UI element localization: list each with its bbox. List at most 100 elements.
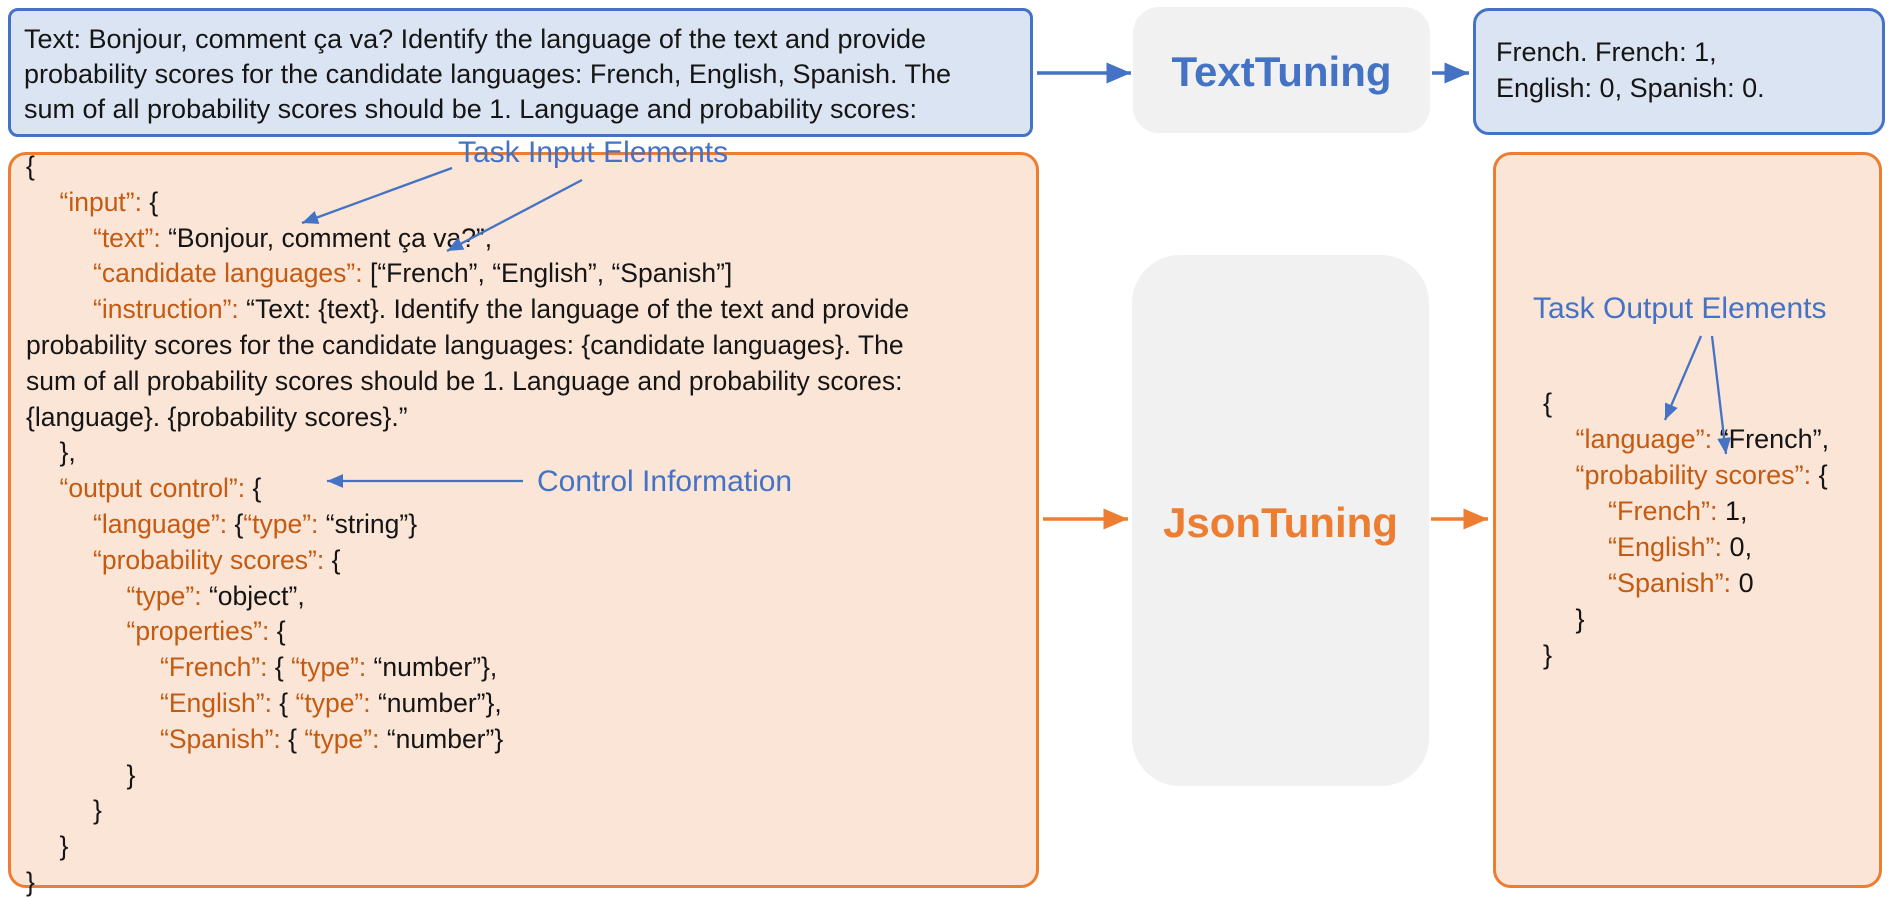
json-line: “language”: “French”, <box>1493 421 1882 457</box>
json-value: { <box>276 616 286 647</box>
json-line: “properties”: { <box>8 614 1039 650</box>
json-value: { <box>279 687 296 718</box>
json-line: “instruction”: “Text: {text}. Identify t… <box>8 292 1039 328</box>
json-key: “Spanish”: <box>1608 568 1739 598</box>
json-key: “type”: <box>304 723 387 754</box>
json-key: “output control”: <box>59 473 253 504</box>
json-line: “input”: { <box>8 185 1039 221</box>
json-line: } <box>8 865 1039 898</box>
task-input-elements-label: Task Input Elements <box>458 136 729 169</box>
text-input-box <box>8 8 1033 137</box>
json-line: } <box>8 758 1039 794</box>
result-line: English: 0, Spanish: 0. <box>1496 73 1765 103</box>
json-value: probability scores for the candidate lan… <box>26 329 904 360</box>
json-key: “Spanish”: <box>160 723 289 754</box>
json-key: “French”: <box>1608 496 1726 526</box>
json-value: “number”} <box>386 723 504 754</box>
json-line: probability scores for the candidate lan… <box>8 328 1039 364</box>
json-line: sum of all probability scores should be … <box>8 364 1039 400</box>
prompt-line: Text: Bonjour, comment ça va? Identify t… <box>24 24 927 54</box>
json-key: “input”: <box>59 186 150 217</box>
json-value: { <box>288 723 305 754</box>
json-value: 0 <box>1738 568 1754 598</box>
json-value: { <box>1543 388 1553 418</box>
json-value: { <box>1818 460 1828 490</box>
json-value: { <box>274 652 292 683</box>
json-value: { <box>149 186 159 217</box>
json-value: { <box>26 151 35 181</box>
json-key: “English”: <box>1608 532 1730 562</box>
json-key: “text”: <box>93 222 169 253</box>
json-value: } <box>93 795 102 826</box>
json-line: { <box>1493 385 1882 421</box>
json-line: } <box>1493 601 1882 637</box>
prompt-line: probability scores for the candidate lan… <box>24 59 952 89</box>
json-line: {language}. {probability scores}.” <box>8 400 1039 436</box>
json-key: “language”: <box>93 508 235 539</box>
prompt-line: sum of all probability scores should be … <box>24 94 918 124</box>
json-key: “probability scores”: <box>1575 460 1819 490</box>
json-key: “type”: <box>291 652 374 683</box>
json-value: “string”} <box>325 508 418 539</box>
json-key: “candidate languages”: <box>93 258 370 289</box>
result-line: French. French: 1, <box>1496 37 1717 67</box>
json-line: { <box>8 149 1039 185</box>
json-line: } <box>8 829 1039 865</box>
json-value: “number”}, <box>373 652 498 683</box>
json-line: “Spanish”: { “type”: “number”} <box>8 722 1039 758</box>
json-line: “type”: “object”, <box>8 579 1039 615</box>
json-value: “Bonjour, comment ça va?”, <box>168 222 493 253</box>
json-output-code: {“language”: “French”,“probability score… <box>1493 385 1882 673</box>
json-value: “number”}, <box>377 687 502 718</box>
text-output-box <box>1473 8 1885 135</box>
json-value: } <box>126 759 136 790</box>
json-output-box <box>1493 152 1882 888</box>
json-line: } <box>8 793 1039 829</box>
json-line: } <box>1493 637 1882 673</box>
text-tuning-model-box <box>1133 7 1430 133</box>
json-input-box <box>8 152 1039 888</box>
json-value: { <box>234 508 244 539</box>
json-line: “language”: {“type”: “string”} <box>8 507 1039 543</box>
json-line: “French”: { “type”: “number”}, <box>8 650 1039 686</box>
json-key: “language”: <box>1575 424 1720 454</box>
json-key: “French”: <box>160 652 275 683</box>
json-key: “type”: <box>126 580 209 611</box>
control-information-label: Control Information <box>537 465 793 498</box>
json-input-code: {“input”: {“text”: “Bonjour, comment ça … <box>8 149 1039 898</box>
json-value: } <box>1543 640 1553 670</box>
json-key: “properties”: <box>126 616 277 647</box>
json-tuning-model-box <box>1132 255 1429 786</box>
json-line: “output control”: { <box>8 471 1039 507</box>
text-input-prompt: Text: Bonjour, comment ça va? Identify t… <box>24 22 1019 127</box>
json-key: “type”: <box>295 687 378 718</box>
json-value: 0, <box>1729 532 1753 562</box>
json-tuning-label: JsonTuning <box>1163 499 1398 546</box>
json-line: “candidate languages”: [“French”, “Engli… <box>8 256 1039 292</box>
json-value: sum of all probability scores should be … <box>26 365 903 396</box>
json-key: “type”: <box>243 508 326 539</box>
json-line: “English”: { “type”: “number”}, <box>8 686 1039 722</box>
json-line: “probability scores”: { <box>1493 457 1882 493</box>
json-line: }, <box>8 435 1039 471</box>
json-value: “Text: {text}. Identify the language of … <box>246 294 910 325</box>
json-value: “object”, <box>208 580 305 611</box>
json-key: “instruction”: <box>93 294 247 325</box>
json-line: “text”: “Bonjour, comment ça va?”, <box>8 221 1039 257</box>
json-line: “Spanish”: 0 <box>1493 565 1882 601</box>
json-line: “French”: 1, <box>1493 493 1882 529</box>
text-tuning-label: TextTuning <box>1171 48 1392 95</box>
json-value: 1, <box>1725 496 1748 526</box>
json-value: } <box>59 831 69 862</box>
json-value: { <box>331 544 341 575</box>
json-key: “probability scores”: <box>93 544 332 575</box>
json-key: “English”: <box>160 687 280 718</box>
text-output-result: French. French: 1, English: 0, Spanish: … <box>1496 34 1876 106</box>
json-value: {language}. {probability scores}.” <box>26 401 408 432</box>
json-value: [“French”, “English”, “Spanish”] <box>369 258 733 289</box>
json-value: “French”, <box>1719 424 1830 454</box>
json-value: } <box>1575 604 1585 634</box>
json-line: “probability scores”: { <box>8 543 1039 579</box>
json-value: } <box>26 866 35 897</box>
